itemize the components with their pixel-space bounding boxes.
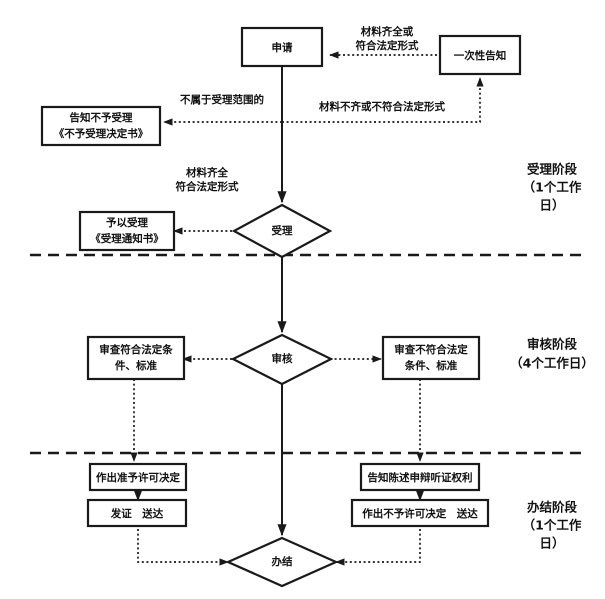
edge-label-materials-complete-line2: 符合法定形式 xyxy=(176,180,239,193)
stage-review-line2: （4个工作日） xyxy=(510,356,594,371)
node-no-acceptance-shape[interactable] xyxy=(40,105,162,147)
node-no-acceptance-label-2: 《不予受理决定书》 xyxy=(54,127,149,140)
node-acceptance-decision[interactable]: 受理 xyxy=(231,203,333,259)
node-apply-shape[interactable] xyxy=(240,26,324,68)
edge-labels: 材料齐全或 符合法定形式 不属于受理范围的 材料不齐或不符合法定形式 材料齐全 … xyxy=(176,25,446,193)
node-review-pass-label-2: 件、标准 xyxy=(115,359,157,372)
node-grant-acceptance-label-2: 《受理通知书》 xyxy=(90,232,164,245)
edge-permitno-to-finish xyxy=(335,529,421,566)
node-review-pass-label-1: 审查符合法定条 xyxy=(99,343,173,356)
node-completion[interactable]: 办结 xyxy=(225,536,339,588)
edge-label-materials-complete-line1: 材料齐全 xyxy=(185,166,228,179)
node-permit-granted[interactable]: 作出准予许可决定 xyxy=(88,462,188,492)
node-permit-denied-shape[interactable] xyxy=(350,498,490,528)
edge-issue-to-finish xyxy=(137,529,229,566)
edge-label-not-in-scope: 不属于受理范围的 xyxy=(180,93,264,106)
stage-dividers xyxy=(30,253,585,455)
node-notify-rights[interactable]: 告知陈述申辩听证权利 xyxy=(359,462,481,492)
node-notify-rights-label: 告知陈述申辩听证权利 xyxy=(368,471,473,484)
node-notify-rights-shape[interactable] xyxy=(359,462,481,492)
node-apply-label: 申请 xyxy=(272,41,293,54)
node-issue-deliver[interactable]: 发证 送达 xyxy=(86,498,188,528)
node-completion-label: 办结 xyxy=(272,555,293,568)
node-permit-granted-shape[interactable] xyxy=(88,462,188,492)
node-acceptance-decision-shape[interactable] xyxy=(231,203,333,259)
stage-labels: 受理阶段 （1个工作 日） 审核阶段 （4个工作日） 办结阶段 （1个工作 日） xyxy=(510,162,594,551)
node-apply[interactable]: 申请 xyxy=(240,26,324,68)
node-one-time-notice-shape[interactable] xyxy=(438,34,522,76)
node-review-fail[interactable]: 审查不符合法定 条件、标准 xyxy=(381,335,481,381)
node-one-time-notice-label: 一次性告知 xyxy=(454,49,507,62)
stage-finish-line2: （1个工作 xyxy=(523,518,582,533)
stage-accept-line3: 日） xyxy=(539,198,564,213)
node-review-pass[interactable]: 审查符合法定条 件、标准 xyxy=(86,335,186,381)
edge-label-materials-ok-line1: 材料齐全或 xyxy=(360,25,414,38)
connector-lines xyxy=(130,51,484,566)
node-issue-deliver-label: 发证 送达 xyxy=(110,507,164,520)
edge-materials-bad-to-onetime xyxy=(282,77,484,123)
node-completion-shape[interactable] xyxy=(225,536,339,588)
node-issue-deliver-shape[interactable] xyxy=(86,498,188,528)
stage-finish-line3: 日） xyxy=(539,536,564,551)
node-grant-acceptance[interactable]: 予以受理 《受理通知书》 xyxy=(78,210,176,252)
edge-label-materials-bad: 材料不齐或不符合法定形式 xyxy=(318,100,445,113)
node-grant-acceptance-label-1: 予以受理 xyxy=(106,216,148,229)
node-review-fail-shape[interactable] xyxy=(381,335,481,381)
node-review-fail-label-2: 条件、标准 xyxy=(404,359,458,372)
node-review-decision[interactable]: 审核 xyxy=(230,333,334,386)
node-no-acceptance[interactable]: 告知不予受理 《不予受理决定书》 xyxy=(40,105,162,147)
stage-accept-line1: 受理阶段 xyxy=(527,162,578,177)
flow-nodes: 申请 一次性告知 告知不予受理 《不予受理决定书》 予以受理 《受理通知书》 xyxy=(40,26,522,588)
stage-accept-line2: （1个工作 xyxy=(523,180,582,195)
node-grant-acceptance-shape[interactable] xyxy=(78,210,176,252)
stage-finish-line1: 办结阶段 xyxy=(527,500,578,515)
edge-label-materials-ok-line2: 符合法定形式 xyxy=(356,39,419,52)
node-no-acceptance-label-1: 告知不予受理 xyxy=(70,111,133,124)
node-review-decision-shape[interactable] xyxy=(230,333,334,386)
node-permit-denied-label: 作出不予许可决定 送达 xyxy=(362,507,478,520)
node-one-time-notice[interactable]: 一次性告知 xyxy=(438,34,522,76)
node-review-pass-shape[interactable] xyxy=(86,335,186,381)
node-permit-granted-label: 作出准予许可决定 xyxy=(96,471,180,484)
node-review-decision-label: 审核 xyxy=(272,352,293,365)
node-permit-denied[interactable]: 作出不予许可决定 送达 xyxy=(350,498,490,528)
node-review-fail-label-1: 审查不符合法定 xyxy=(394,343,468,356)
node-acceptance-decision-label: 受理 xyxy=(272,224,293,237)
stage-review-line1: 审核阶段 xyxy=(527,337,578,352)
